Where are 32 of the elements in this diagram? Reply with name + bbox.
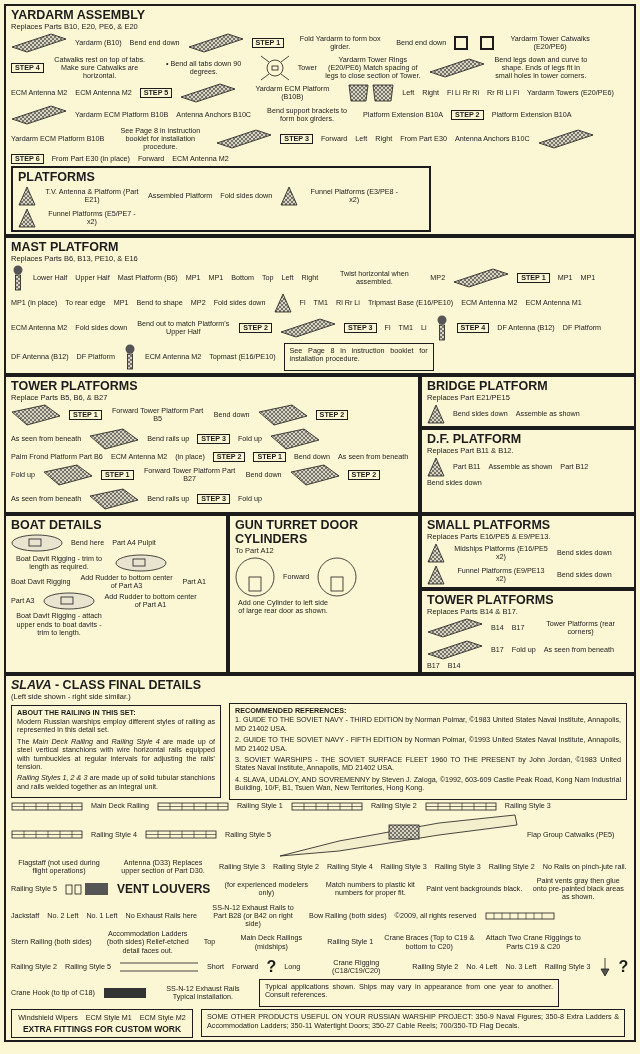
section-title: PLATFORMS bbox=[18, 169, 96, 184]
section-panel bbox=[228, 514, 420, 674]
note-box bbox=[11, 704, 221, 799]
note-box bbox=[283, 343, 434, 371]
section-panel bbox=[420, 428, 636, 514]
section-title: YARDARM ASSEMBLY bbox=[11, 8, 147, 22]
section-panel bbox=[420, 375, 636, 428]
section-title: TOWER PLATFORMS bbox=[427, 593, 555, 607]
question-mark: ? bbox=[618, 958, 629, 976]
section-title: SMALL PLATFORMS bbox=[427, 518, 552, 532]
section-panel bbox=[4, 375, 420, 514]
section-panel bbox=[11, 165, 431, 232]
section-title: BOAT DETAILS bbox=[11, 518, 103, 532]
section-panel bbox=[420, 514, 636, 589]
section-panel bbox=[420, 589, 636, 674]
section-title: MAST PLATFORM bbox=[11, 240, 120, 254]
note-box bbox=[258, 978, 559, 1007]
question-mark: ? bbox=[266, 958, 277, 976]
section-title: BRIDGE PLATFORM bbox=[427, 379, 549, 393]
section-panel bbox=[4, 674, 636, 1042]
note-box bbox=[229, 703, 627, 800]
note-box bbox=[201, 1009, 625, 1038]
section-heading: VENT LOUVERS bbox=[116, 882, 211, 896]
section-title: SLAVA - CLASS FINAL DETAILS bbox=[11, 678, 203, 692]
section-title: TOWER PLATFORMS bbox=[11, 379, 139, 393]
box-title: EXTRA FITTINGS FOR CUSTOM WORK bbox=[21, 1023, 183, 1034]
section-panel bbox=[4, 514, 228, 674]
section-title: D.F. PLATFORM bbox=[427, 432, 523, 446]
note-box bbox=[11, 1008, 193, 1038]
section-title: GUN TURRET DOOR CYLINDERS bbox=[235, 518, 359, 546]
section-panel bbox=[4, 236, 636, 375]
section-panel bbox=[4, 4, 636, 236]
